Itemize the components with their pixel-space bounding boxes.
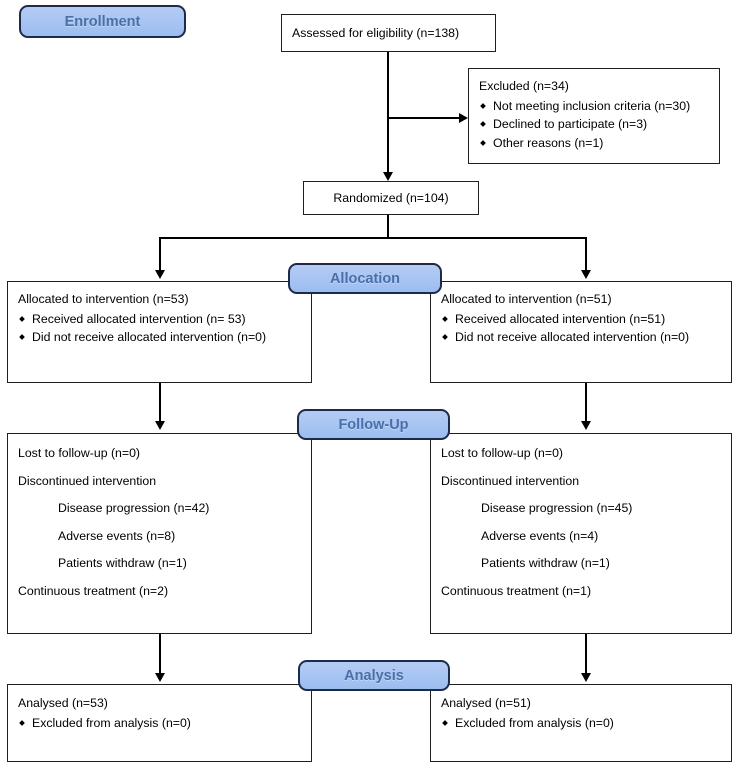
connector-split-horizontal: [159, 237, 587, 239]
allocation-right-item: Did not receive allocated intervention (…: [441, 329, 721, 346]
diamond-bullet-icon: [480, 103, 486, 109]
diamond-bullet-icon: [19, 316, 25, 322]
box-followup-left: Lost to follow-up (n=0) Discontinued int…: [7, 433, 312, 634]
diamond-bullet-icon: [480, 121, 486, 128]
arrow-into-allocation-right: [580, 270, 591, 279]
arrow-into-randomized: [382, 172, 393, 181]
arrow-into-followup-right: [580, 421, 591, 430]
diamond-bullet-icon: [19, 720, 25, 726]
followup-right-continuous: Continuous treatment (n=1): [441, 583, 592, 598]
followup-left-reason: Adverse events (n=8): [58, 528, 176, 543]
followup-right-discontinued: Discontinued intervention: [441, 473, 580, 488]
box-assessed-for-eligibility: Assessed for eligibility (n=138): [281, 14, 496, 52]
followup-right-reason: Patients withdraw (n=1): [481, 556, 610, 571]
excluded-item-label: Declined to participate (n=3): [493, 117, 648, 132]
allocation-left-item: Did not receive allocated intervention (…: [18, 329, 301, 346]
box-randomized: Randomized (n=104): [303, 181, 479, 215]
diamond-bullet-icon: [442, 720, 448, 726]
connector-split-left-drop: [159, 237, 161, 272]
followup-left-reason: Disease progression (n=42): [58, 501, 210, 516]
excluded-item-label: Not meeting inclusion criteria (n=30): [493, 98, 691, 113]
followup-left-reason: Patients withdraw (n=1): [58, 556, 187, 571]
arrow-into-analysis-right: [580, 673, 591, 682]
box-excluded: Excluded (n=34) Not meeting inclusion cr…: [468, 68, 720, 164]
analysis-right-item-label: Excluded from analysis (n=0): [455, 715, 614, 730]
connector-split-right-drop: [585, 237, 587, 272]
allocation-left-item: Received allocated intervention (n= 53): [18, 311, 301, 328]
followup-right-reason: Disease progression (n=45): [481, 501, 633, 516]
stage-pill-enrollment: Enrollment: [19, 5, 186, 38]
diamond-bullet-icon: [442, 334, 448, 341]
allocation-right-item-label: Did not receive allocated intervention (…: [455, 330, 690, 345]
stage-pill-enrollment-label: Enrollment: [64, 13, 141, 30]
connector-assessed-to-randomized: [387, 52, 389, 174]
excluded-item-label: Other reasons (n=1): [493, 135, 604, 150]
box-followup-right: Lost to follow-up (n=0) Discontinued int…: [430, 433, 732, 634]
allocation-right-head: Allocated to intervention (n=51): [441, 292, 612, 306]
arrow-into-allocation-left: [154, 270, 165, 279]
box-allocation-right: Allocated to intervention (n=51) Receive…: [430, 281, 732, 383]
allocation-left-item-label: Did not receive allocated intervention (…: [32, 330, 267, 345]
followup-left-continuous: Continuous treatment (n=2): [18, 583, 169, 598]
box-analysis-left: Analysed (n=53) Excluded from analysis (…: [7, 684, 312, 762]
allocation-right-item: Received allocated intervention (n=51): [441, 311, 721, 328]
stage-pill-followup-label: Follow-Up: [338, 416, 409, 433]
arrow-into-analysis-left: [154, 673, 165, 682]
allocation-left-item-label: Received allocated intervention (n= 53): [32, 311, 246, 326]
stage-pill-allocation: Allocation: [288, 263, 442, 294]
stage-pill-analysis-label: Analysis: [344, 667, 404, 684]
analysis-right-item: Excluded from analysis (n=0): [441, 715, 721, 732]
allocation-left-head: Allocated to intervention (n=53): [18, 292, 189, 306]
excluded-head: Excluded (n=34): [479, 79, 569, 93]
box-analysis-right: Analysed (n=51) Excluded from analysis (…: [430, 684, 732, 762]
stage-pill-followup: Follow-Up: [297, 409, 450, 440]
excluded-item: Declined to participate (n=3): [479, 116, 709, 133]
box-allocation-left: Allocated to intervention (n=53) Receive…: [7, 281, 312, 383]
analysis-right-head: Analysed (n=51): [441, 696, 531, 710]
arrow-into-followup-left: [154, 421, 165, 430]
assessed-text: Assessed for eligibility (n=138): [292, 26, 460, 40]
stage-pill-analysis: Analysis: [298, 660, 450, 691]
connector-allocation-to-followup-right: [585, 383, 587, 423]
arrow-into-excluded: [459, 112, 468, 123]
followup-left-lost: Lost to follow-up (n=0): [18, 446, 141, 460]
excluded-item: Not meeting inclusion criteria (n=30): [479, 98, 709, 115]
analysis-left-item-label: Excluded from analysis (n=0): [32, 715, 191, 730]
connector-allocation-to-followup-left: [159, 383, 161, 423]
connector-followup-to-analysis-left: [159, 634, 161, 675]
connector-randomized-stem: [387, 215, 389, 239]
diamond-bullet-icon: [442, 316, 448, 322]
connector-followup-to-analysis-right: [585, 634, 587, 675]
analysis-left-item: Excluded from analysis (n=0): [18, 715, 301, 732]
followup-right-reason: Adverse events (n=4): [481, 528, 599, 543]
followup-right-lost: Lost to follow-up (n=0): [441, 446, 564, 460]
analysis-left-head: Analysed (n=53): [18, 696, 108, 710]
diamond-bullet-icon: [19, 334, 25, 341]
stage-pill-allocation-label: Allocation: [329, 270, 401, 287]
diamond-bullet-icon: [480, 140, 486, 146]
allocation-right-item-label: Received allocated intervention (n=51): [455, 311, 666, 326]
randomized-text: Randomized (n=104): [333, 191, 449, 205]
excluded-item: Other reasons (n=1): [479, 135, 709, 152]
followup-left-discontinued: Discontinued intervention: [18, 473, 157, 488]
connector-to-excluded: [387, 117, 461, 119]
